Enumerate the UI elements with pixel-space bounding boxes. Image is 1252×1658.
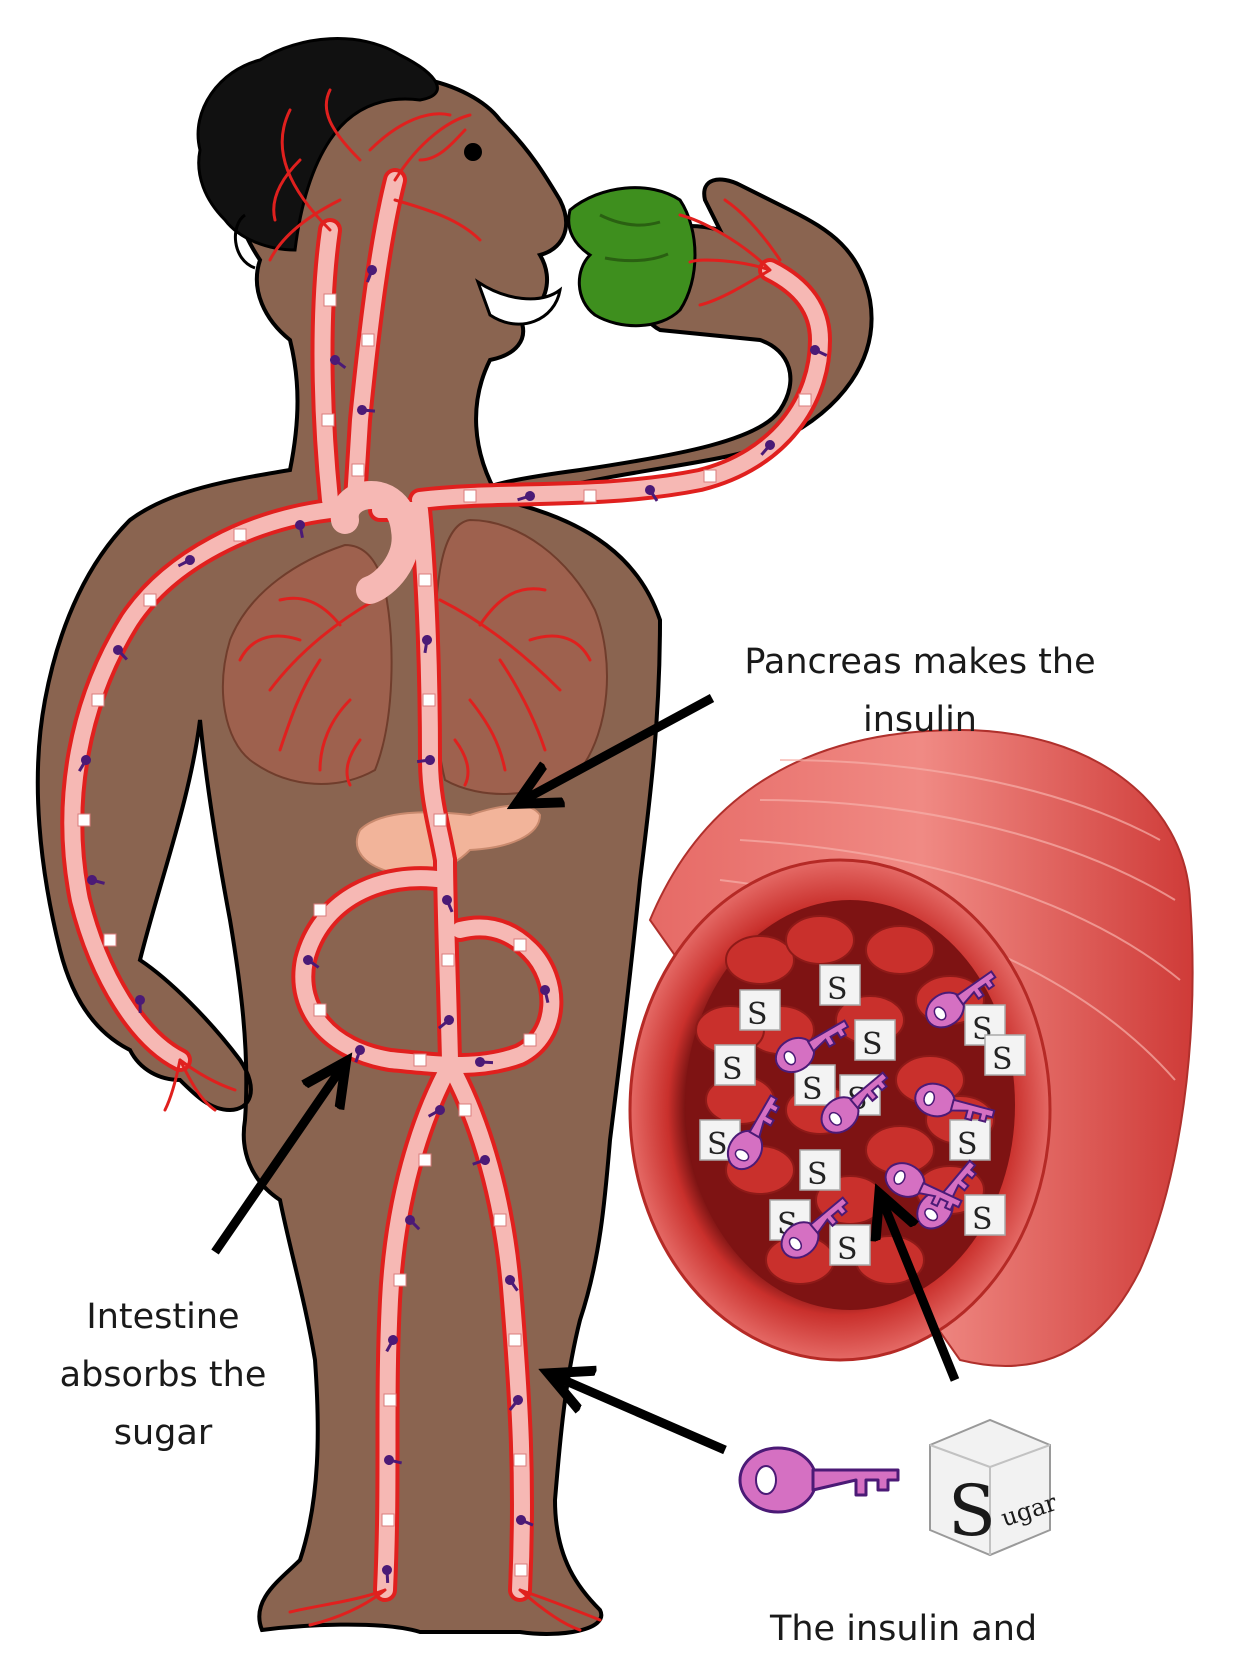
sugar-particle [464, 490, 476, 502]
svg-text:S: S [862, 1027, 883, 1062]
sugar-particle [434, 814, 446, 826]
sugar-cube: S [985, 1035, 1025, 1077]
svg-text:S: S [957, 1127, 978, 1162]
legend-sugar-cube: S ugar [930, 1420, 1061, 1555]
eye [464, 143, 482, 161]
sugar-cube: S [965, 1195, 1005, 1237]
sugar-particle [414, 1054, 426, 1066]
svg-text:S: S [747, 997, 768, 1032]
sugar-particle [78, 814, 90, 826]
svg-text:S: S [837, 1232, 858, 1267]
sugar-cube: S [740, 990, 780, 1032]
arrow-to-vessel-leg [550, 1374, 725, 1450]
legend-sugar-cube-letter: S [948, 1470, 996, 1552]
sugar-cube: S [820, 965, 860, 1007]
svg-text:S: S [802, 1072, 823, 1107]
sugar-particle [92, 694, 104, 706]
sugar-particle [314, 1004, 326, 1016]
svg-text:S: S [722, 1052, 743, 1087]
sugar-particle [234, 529, 246, 541]
label-intestine: Intestine absorbs the sugar [28, 1288, 298, 1462]
sugar-particle [314, 904, 326, 916]
sugar-particle [382, 1514, 394, 1526]
sugar-particle [322, 414, 334, 426]
sugar-cube: S [830, 1225, 870, 1267]
sugar-particle [419, 574, 431, 586]
svg-text:S: S [827, 972, 848, 1007]
legend-insulin-key [740, 1448, 898, 1512]
sugar-particle [494, 1214, 506, 1226]
sugar-particle [524, 1034, 536, 1046]
svg-text:S: S [972, 1202, 993, 1237]
sugar-particle [514, 939, 526, 951]
sugar-particle [362, 334, 374, 346]
svg-text:S: S [992, 1042, 1013, 1077]
sugar-particle [459, 1104, 471, 1116]
svg-text:S: S [707, 1127, 728, 1162]
sugar-cube: S [795, 1065, 835, 1107]
sugar-particle [515, 1564, 527, 1576]
sugar-particle [384, 1394, 396, 1406]
apple [569, 188, 695, 326]
label-insulin-and-sugar: The insulin and [770, 1600, 1240, 1658]
sugar-cube: S [855, 1020, 895, 1062]
sugar-cube: S [800, 1150, 840, 1192]
sugar-particle [514, 1454, 526, 1466]
sugar-particle [104, 934, 116, 946]
sugar-cube: S [715, 1045, 755, 1087]
sugar-particle [799, 394, 811, 406]
sugar-particle [704, 470, 716, 482]
red-blood-cell [866, 926, 934, 974]
sugar-particle [144, 594, 156, 606]
sugar-particle [394, 1274, 406, 1286]
svg-text:S: S [807, 1157, 828, 1192]
sugar-particle [584, 490, 596, 502]
red-blood-cell [726, 936, 794, 984]
label-pancreas: Pancreas makes the insulin [720, 633, 1120, 749]
sugar-particle [324, 294, 336, 306]
sugar-particle [419, 1154, 431, 1166]
sugar-cube: S [950, 1120, 990, 1162]
sugar-particle [352, 464, 364, 476]
sugar-particle [423, 694, 435, 706]
sugar-particle [509, 1334, 521, 1346]
red-blood-cell [786, 916, 854, 964]
sugar-particle [442, 954, 454, 966]
